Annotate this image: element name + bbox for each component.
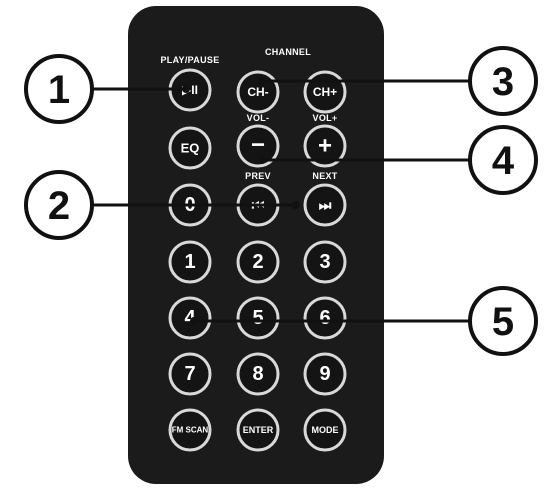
callout-1: 1 <box>24 54 94 124</box>
six-button[interactable]: 6 <box>303 296 347 340</box>
vol-minus-button[interactable]: − <box>236 124 280 168</box>
mode-button[interactable]: MODE <box>303 408 347 452</box>
callout-2: 2 <box>24 170 94 240</box>
plus-icon: + <box>318 133 332 160</box>
callout-5: 5 <box>468 286 538 356</box>
svg-text:3: 3 <box>492 60 514 104</box>
channel-label: CHANNEL <box>265 47 311 57</box>
ch-plus-button[interactable]: CH+ <box>303 70 347 114</box>
five-button[interactable]: 5 <box>236 296 280 340</box>
svg-text:2: 2 <box>252 251 263 273</box>
vol-minus-label: VOL- <box>247 113 270 123</box>
svg-text:EQ: EQ <box>181 141 200 156</box>
callout-4: 4 <box>468 125 538 195</box>
next-icon: ⏭ <box>319 197 332 213</box>
svg-text:1: 1 <box>184 251 195 273</box>
nine-button[interactable]: 9 <box>303 352 347 396</box>
svg-text:5: 5 <box>492 300 514 344</box>
svg-text:3: 3 <box>319 251 330 273</box>
seven-button[interactable]: 7 <box>168 352 212 396</box>
svg-text:9: 9 <box>319 363 330 385</box>
one-button[interactable]: 1 <box>168 240 212 284</box>
vol-plus-label: VOL+ <box>313 113 338 123</box>
four-button[interactable]: 4 <box>168 296 212 340</box>
vol-plus-button[interactable]: + <box>303 124 347 168</box>
prev-label: PREV <box>245 171 271 181</box>
svg-text:4: 4 <box>492 139 515 183</box>
svg-text:5: 5 <box>252 307 263 329</box>
fm-scan-button[interactable]: FM SCAN <box>168 408 212 452</box>
svg-text:1: 1 <box>48 68 70 112</box>
two-button[interactable]: 2 <box>236 240 280 284</box>
three-button[interactable]: 3 <box>303 240 347 284</box>
enter-button[interactable]: ENTER <box>236 408 280 452</box>
eight-button[interactable]: 8 <box>236 352 280 396</box>
svg-text:7: 7 <box>184 363 195 385</box>
svg-text:CH-: CH- <box>247 85 268 99</box>
minus-icon: − <box>251 132 265 159</box>
next-label: NEXT <box>312 171 337 181</box>
svg-text:8: 8 <box>252 363 263 385</box>
next-button[interactable]: ⏭ <box>303 183 347 227</box>
svg-text:CH+: CH+ <box>313 85 337 99</box>
svg-text:2: 2 <box>48 184 70 228</box>
play-pause-label: PLAY/PAUSE <box>160 55 219 65</box>
svg-text:MODE: MODE <box>312 425 339 435</box>
ch-minus-button[interactable]: CH- <box>236 70 280 114</box>
svg-text:FM SCAN: FM SCAN <box>172 426 209 435</box>
callout-3: 3 <box>468 46 538 116</box>
eq-button[interactable]: EQ <box>168 126 212 170</box>
svg-text:ENTER: ENTER <box>243 425 274 435</box>
svg-text:6: 6 <box>319 307 330 329</box>
